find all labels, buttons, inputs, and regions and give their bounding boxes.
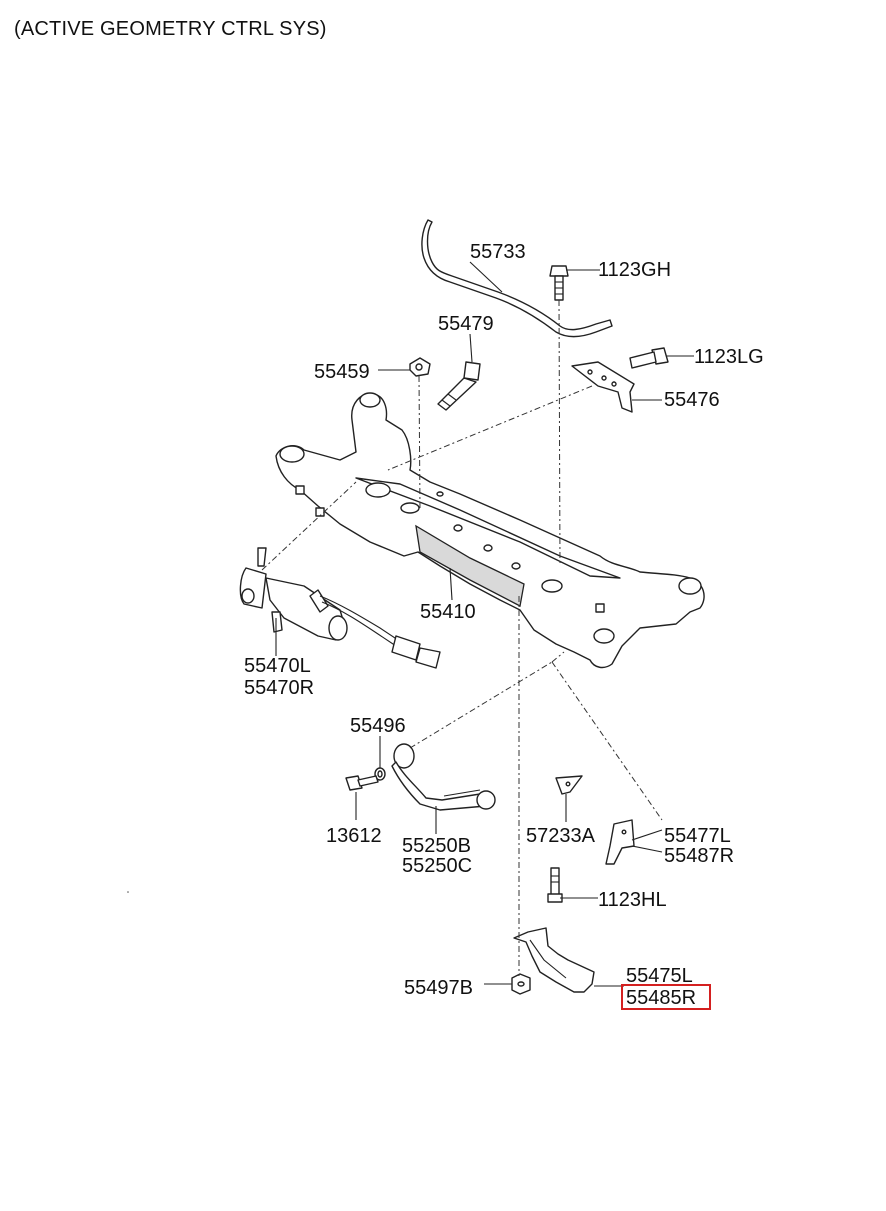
bolt-1123gh-drawing[interactable] — [549, 265, 569, 301]
label-55487r[interactable]: 55487R — [664, 845, 734, 867]
bolt-13612-drawing[interactable] — [345, 775, 379, 791]
nut-55497b-drawing[interactable] — [511, 973, 531, 995]
label-55733[interactable]: 55733 — [470, 241, 526, 263]
label-55475l[interactable]: 55475L — [626, 965, 693, 987]
cover-55475-drawing[interactable] — [513, 927, 595, 993]
label-57233a[interactable]: 57233A — [526, 825, 596, 847]
label-55485r[interactable]: 55485R — [626, 987, 696, 1009]
label-55250c[interactable]: 55250C — [402, 855, 472, 877]
bolt-1123lg-drawing[interactable] — [629, 347, 669, 369]
leader-lines — [275, 261, 694, 987]
label-1123lg[interactable]: 1123LG — [694, 346, 764, 368]
label-55410[interactable]: 55410 — [420, 601, 476, 623]
label-55470r[interactable]: 55470R — [244, 677, 314, 699]
assembly-lines — [261, 299, 663, 976]
washer-55496-drawing[interactable] — [374, 767, 386, 781]
label-55250b[interactable]: 55250B — [402, 835, 471, 857]
label-55459[interactable]: 55459 — [314, 361, 370, 383]
stray-dot — [127, 891, 129, 893]
label-55470l[interactable]: 55470L — [244, 655, 311, 677]
stabilizer-bar-drawing[interactable] — [421, 219, 613, 338]
control-arm-55250-drawing[interactable] — [391, 743, 496, 811]
nut-55459-drawing[interactable] — [409, 357, 431, 377]
label-1123hl[interactable]: 1123HL — [598, 889, 667, 911]
bolt-1123hl-drawing[interactable] — [547, 867, 563, 903]
part-labels: 55733 1123GH 55479 1123LG 55459 55476 55… — [244, 241, 764, 1009]
diagram-title: (ACTIVE GEOMETRY CTRL SYS) — [14, 18, 327, 40]
label-55477l[interactable]: 55477L — [664, 825, 731, 847]
label-13612[interactable]: 13612 — [326, 825, 382, 847]
label-55479[interactable]: 55479 — [438, 313, 494, 335]
bracket-55476-drawing[interactable] — [571, 361, 635, 413]
label-55496[interactable]: 55496 — [350, 715, 406, 737]
bracket-55477-drawing[interactable] — [605, 819, 635, 865]
clip-57233a-drawing[interactable] — [555, 775, 583, 795]
bolt-55479-drawing[interactable] — [437, 361, 481, 411]
label-1123gh[interactable]: 1123GH — [598, 259, 671, 281]
highlight-box-55485r — [621, 984, 711, 1010]
label-55476[interactable]: 55476 — [664, 389, 720, 411]
actuator-55470-drawing[interactable] — [239, 547, 441, 669]
label-55497b[interactable]: 55497B — [404, 977, 473, 999]
